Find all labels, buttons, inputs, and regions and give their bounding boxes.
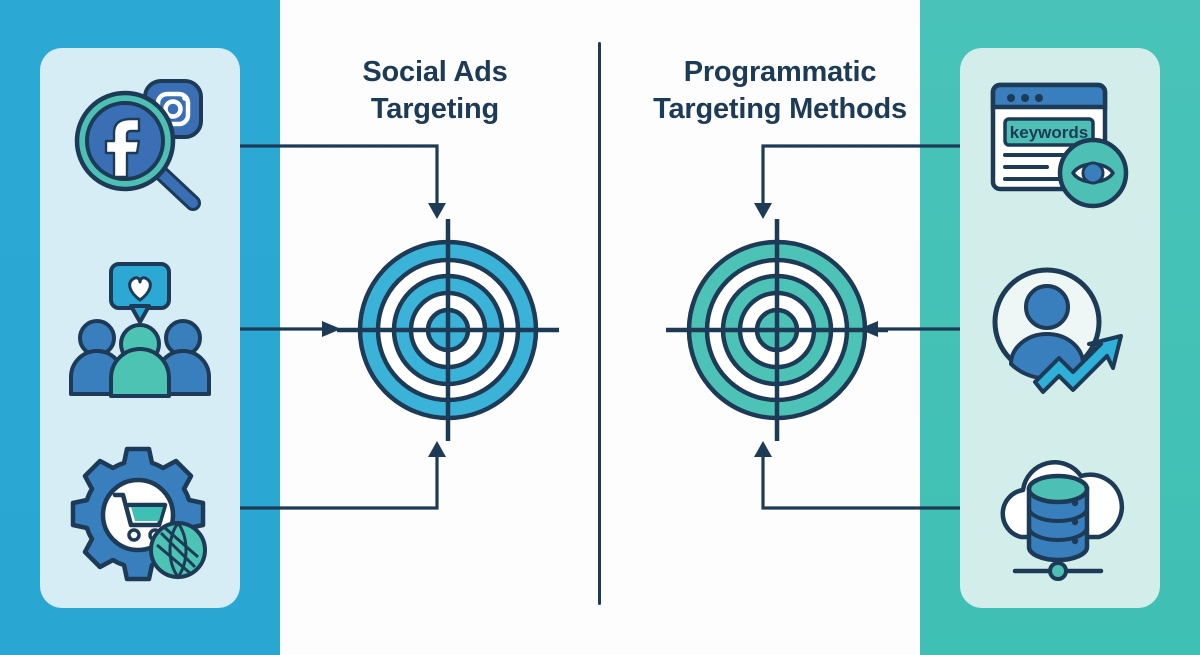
right-icon-slot-2 xyxy=(960,240,1160,420)
left-title-line-2: Targeting xyxy=(370,93,500,126)
right-title-line-2: Targeting Methods xyxy=(653,93,907,126)
left-panel-title: Social Ads Targeting xyxy=(300,54,570,128)
programmatic-target xyxy=(666,219,888,441)
center-divider xyxy=(598,42,601,605)
social-platform-search-icon xyxy=(74,79,203,211)
audience-engagement-icon xyxy=(69,262,211,398)
left-icon-slot-2 xyxy=(40,240,240,420)
right-icon-slot-3 xyxy=(960,425,1160,605)
behavioral-audience-icon xyxy=(992,267,1123,394)
contextual-keywords-icon: keywords xyxy=(990,82,1129,209)
right-title-line-1: Programmatic xyxy=(683,56,877,88)
left-icon-slot-3 xyxy=(40,425,240,605)
left-icon-slot-1 xyxy=(40,55,240,235)
data-cloud-icon xyxy=(1000,460,1125,581)
social-ads-target xyxy=(337,219,559,441)
keywords-chip-label: keywords xyxy=(1010,123,1088,142)
left-title-line-1: Social Ads xyxy=(362,56,508,88)
right-icon-slot-1: keywords xyxy=(960,55,1160,235)
right-panel-title: Programmatic Targeting Methods xyxy=(628,54,932,128)
ecommerce-interest-icon xyxy=(70,446,207,582)
